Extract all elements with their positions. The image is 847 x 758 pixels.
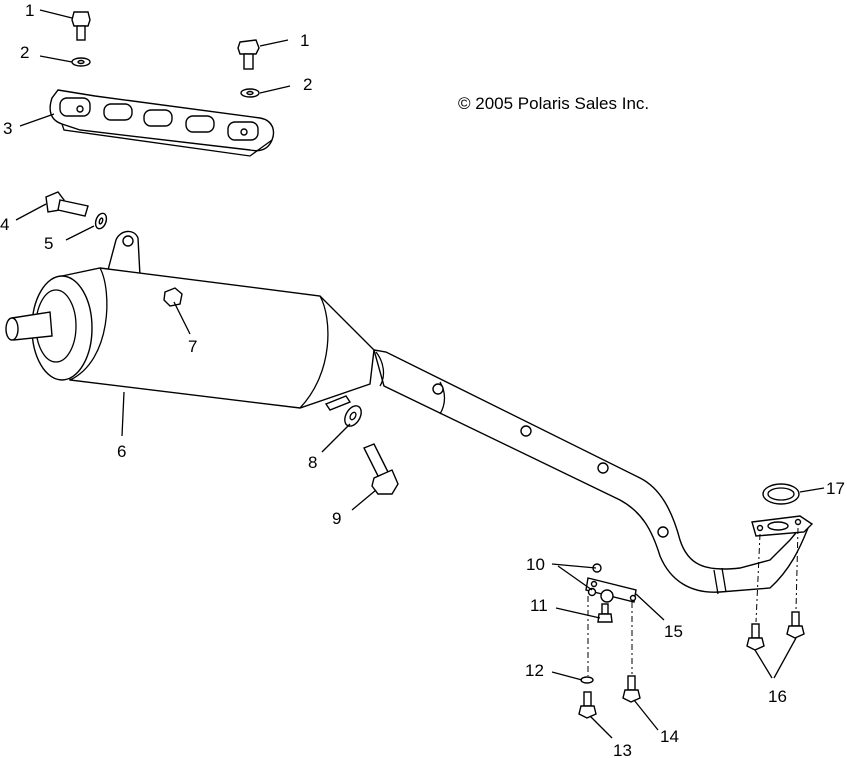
part-16-bolt-right <box>786 611 805 639</box>
callout-4: 4 <box>0 215 9 234</box>
part-8-washer <box>344 405 362 427</box>
callout-11: 11 <box>530 596 548 615</box>
callout-7: 7 <box>188 337 197 356</box>
callout-5: 5 <box>44 234 53 253</box>
part-6-muffler <box>5 230 375 411</box>
part-16-bolt-left <box>746 623 765 651</box>
callout-8: 8 <box>308 453 317 472</box>
part-14-bolt <box>622 675 641 703</box>
part-3-bracket <box>49 89 275 157</box>
part-4-bolt <box>45 191 89 217</box>
callout-12: 12 <box>525 661 544 680</box>
part-5-washer <box>94 212 108 230</box>
head-pipe <box>373 349 810 595</box>
part-2-washer-left <box>71 57 91 67</box>
part-9-bolt <box>363 443 399 495</box>
part-2-washer-right <box>240 88 260 98</box>
copyright-text: © 2005 Polaris Sales Inc. <box>458 94 649 113</box>
callout-2a: 2 <box>20 43 29 62</box>
callout-17: 17 <box>826 479 845 498</box>
callout-1a: 1 <box>25 1 34 20</box>
part-11-screw <box>597 603 613 623</box>
pipe-flange <box>751 515 814 537</box>
callout-13: 13 <box>613 741 632 758</box>
alignment-lines <box>587 527 799 676</box>
leader-lines <box>15 9 825 739</box>
part-17-gasket <box>762 483 800 505</box>
callout-2b: 2 <box>303 75 312 94</box>
part-1-bolt-left <box>71 11 91 41</box>
callout-14: 14 <box>660 727 679 746</box>
callout-6: 6 <box>117 442 126 461</box>
part-12-washer <box>580 676 594 684</box>
callout-15: 15 <box>664 622 683 641</box>
callout-10: 10 <box>526 555 545 574</box>
part-10-clip-lower <box>587 587 597 597</box>
part-13-bolt <box>578 691 597 719</box>
callout-9: 9 <box>332 509 341 528</box>
callout-3: 3 <box>3 119 12 138</box>
callout-16: 16 <box>768 687 787 706</box>
part-1-bolt-right <box>237 39 260 70</box>
part-7-nut <box>163 287 183 307</box>
callout-1b: 1 <box>300 31 309 50</box>
